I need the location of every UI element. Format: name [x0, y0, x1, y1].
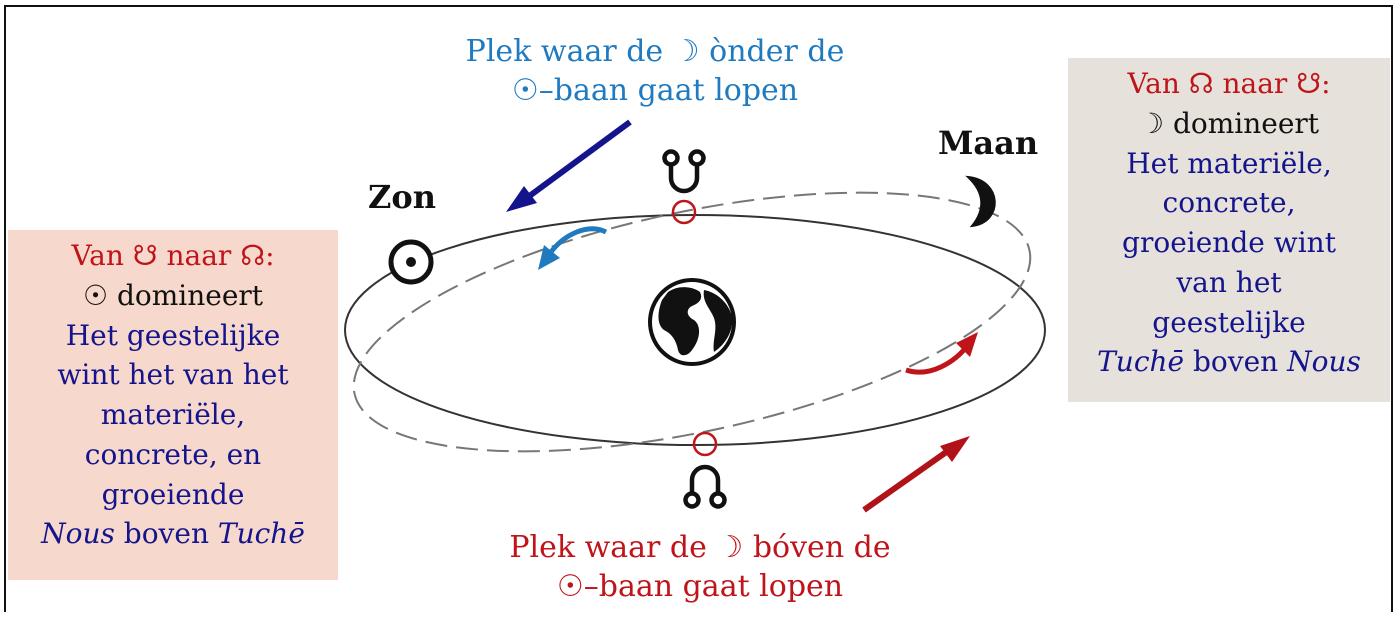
top-annotation-line-1: Plek waar de ☽ ònder de [465, 34, 845, 69]
blue-pointer-arrowhead [506, 186, 537, 212]
right-box-italic-1: Tuchē [1097, 345, 1185, 379]
right-box-mid: boven [1184, 345, 1288, 379]
south-node-icon [662, 149, 706, 194]
right-box-last-line: Tuchē boven Nous [1068, 342, 1390, 382]
left-box-line-1: Het geestelijke [65, 318, 281, 352]
left-box-mid: boven [114, 517, 218, 551]
north-node-icon [683, 464, 727, 509]
left-box-heading: Van ☋ naar ☊: [71, 239, 275, 272]
sun-icon [388, 239, 434, 285]
left-box-last-line: Nous boven Tuchē [8, 514, 338, 554]
moon-orbit [352, 191, 1032, 453]
red-curved-arrowhead [956, 332, 978, 357]
moon-name: Maan [938, 124, 1039, 162]
earth-icon [648, 278, 736, 366]
bottom-annotation: Plek waar de ☽ bóven de ☉–baan gaat lope… [470, 528, 930, 606]
diagram-frame [4, 5, 1393, 612]
right-box-line-2: concrete, [1162, 186, 1296, 220]
left-box-line-2: wint het van het [57, 358, 289, 392]
right-box-heading: Van ☊ naar ☋: [1127, 67, 1331, 100]
left-box-line-3: materiële, [100, 398, 246, 431]
right-explanation-box: Van ☊ naar ☋: ☽ domineert Het materiële,… [1068, 58, 1390, 402]
left-box-line-5: groeiende [101, 477, 245, 511]
left-box-dominant: ☉ domineert [82, 278, 264, 312]
left-explanation-box: Van ☋ naar ☊: ☉ domineert Het geestelijk… [8, 230, 338, 580]
right-box-dominant: ☽ domineert [1138, 106, 1320, 140]
bottom-annotation-line-2: ☉–baan gaat lopen [556, 569, 844, 604]
sun-name: Zon [368, 178, 436, 216]
north-node-marker [692, 431, 718, 457]
left-box-italic-2: Tuchē [217, 517, 305, 551]
right-box-italic-2: Nous [1287, 345, 1361, 379]
right-box-line-1: Het materiële, [1126, 146, 1332, 180]
red-pointer-arrowhead [940, 436, 970, 462]
south-node-marker [671, 199, 697, 225]
left-box-line-4: concrete, en [84, 437, 262, 471]
top-annotation-line-2: ☉–baan gaat lopen [511, 73, 799, 108]
left-box-italic-1: Nous [41, 517, 115, 551]
right-box-line-4: van het [1176, 265, 1282, 299]
bottom-annotation-line-1: Plek waar de ☽ bóven de [509, 530, 891, 565]
red-curved-arrow [905, 343, 970, 375]
red-pointer-arrow [862, 445, 954, 513]
blue-curved-arrowhead [538, 245, 560, 270]
moon-icon [965, 175, 996, 228]
blue-pointer-arrow [522, 119, 632, 203]
right-box-line-5: geestelijke [1152, 305, 1306, 339]
right-box-line-3: groeiende wint [1122, 226, 1336, 259]
blue-curved-arrow [545, 226, 608, 258]
top-annotation: Plek waar de ☽ ònder de ☉–baan gaat lope… [430, 32, 880, 110]
